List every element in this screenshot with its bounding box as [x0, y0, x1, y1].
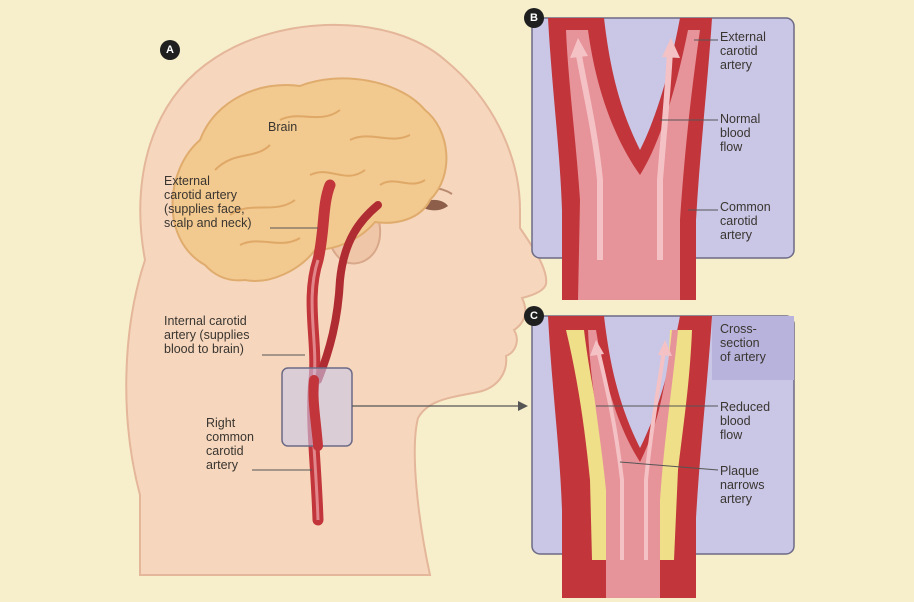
panel-normal-artery	[531, 17, 795, 300]
panel-narrowed-artery	[531, 315, 795, 598]
brain-label: Brain	[268, 120, 298, 134]
head-leader-lines	[252, 227, 318, 471]
cross-section-label: Cross- section of artery	[720, 322, 766, 364]
normal-flow-label: Normal blood flow	[720, 112, 761, 154]
common-carotid-panel-label: Common carotid artery	[720, 200, 771, 242]
external-carotid-panel-label: External carotid artery	[720, 30, 766, 72]
plaque-label: Plaque narrows artery	[720, 464, 765, 506]
external-carotid-head-label: External carotid artery (supplies face, …	[164, 174, 252, 230]
panel-a-marker: A	[160, 40, 180, 60]
panel-b-marker: B	[524, 8, 544, 28]
connector-arrowhead	[518, 401, 528, 411]
reduced-flow-label: Reduced blood flow	[720, 400, 771, 442]
brain	[171, 77, 448, 282]
right-common-carotid-label: Right common carotid artery	[206, 416, 254, 472]
panel-c-marker: C	[524, 306, 544, 326]
internal-carotid-label: Internal carotid artery (supplies blood …	[164, 314, 250, 356]
